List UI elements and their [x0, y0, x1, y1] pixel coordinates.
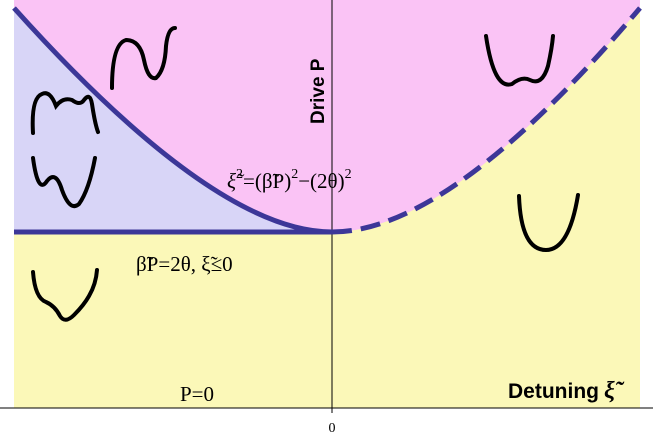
y-axis-label: Drive P	[308, 58, 329, 124]
right-boundary-dashed-curve	[331, 6, 642, 235]
flat-bottom-well-potential-icon	[31, 268, 99, 322]
single-well-potential-icon	[517, 193, 580, 253]
asymmetric-double-well-potential-icon	[31, 156, 97, 209]
shallow-double-well-potential-icon	[484, 34, 555, 87]
left-boundary-curve	[12, 6, 333, 235]
double-well-potential-icon	[110, 26, 177, 90]
multistable-region	[14, 8, 332, 232]
threshold-line-label: β̃P=2θ, ξ̃≤0	[136, 252, 233, 276]
x-axis-tick-label: 0	[329, 421, 336, 436]
x-axis-label: Detuning	[508, 380, 599, 403]
zero-drive-label: P=0	[180, 382, 214, 406]
triple-well-potential-icon	[30, 91, 100, 135]
curve-equation-label: ξ̃2=(β̃P)2−(2θ)2	[227, 167, 352, 193]
